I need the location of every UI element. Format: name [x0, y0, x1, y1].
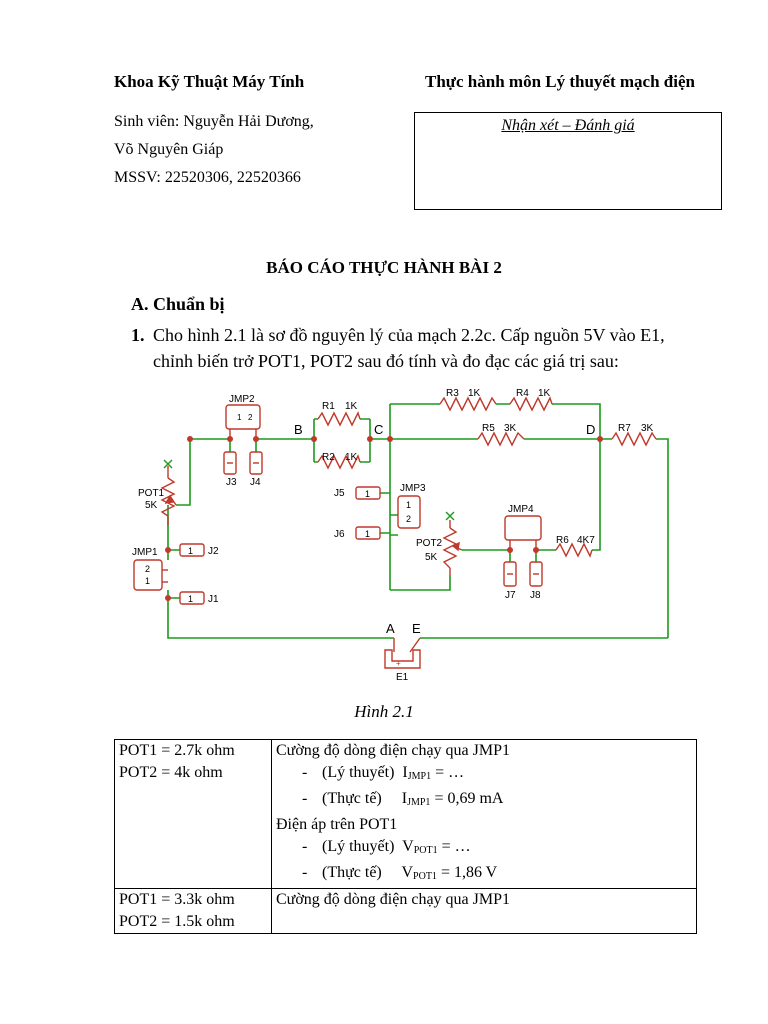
student-line-2: Võ Nguyên Giáp: [114, 141, 224, 158]
label-pot2: POT2: [416, 538, 443, 549]
comment-box-label: Nhận xét – Đánh giá: [501, 117, 635, 134]
report-title: BÁO CÁO THỰC HÀNH BÀI 2: [266, 258, 502, 277]
label-jmp3-pin1: 1: [406, 500, 411, 510]
label-j4: J4: [250, 477, 261, 488]
label-r4-value: 1K: [538, 388, 551, 399]
j5-j6-symbols: [355, 486, 381, 540]
label-pot2-value: 5K: [425, 552, 438, 563]
label-j5-pin: 1: [365, 489, 370, 499]
label-jmp1-pin1: 1: [145, 576, 150, 586]
student-info: Sinh viên: Nguyễn Hải Dương, Võ Nguyên G…: [114, 108, 314, 192]
pot2-symbol: [442, 511, 463, 575]
j1-j2-symbols: [179, 543, 205, 605]
course-title: Thực hành môn Lý thuyết mạch điện: [425, 72, 695, 91]
label-r5-value: 3K: [504, 423, 517, 434]
row2-pot1: POT1 = 3.3k ohm: [119, 891, 235, 908]
dash: -: [302, 864, 308, 881]
row1-current-practice: -(Thực tế) IJMP1 = 0,69 mA: [302, 790, 504, 808]
j3-j4-symbols: [223, 451, 263, 475]
pot1-symbol: [160, 459, 177, 526]
row1-current-title: Cường độ dòng điện chạy qua JMP1: [276, 742, 511, 759]
faculty-name: Khoa Kỹ Thuật Máy Tính: [114, 72, 305, 91]
label-r3: R3: [446, 388, 459, 399]
row1-voltage-title: Điện áp trên POT1: [276, 816, 398, 833]
label-r4: R4: [516, 388, 529, 399]
label-j3: J3: [226, 477, 237, 488]
row2-pot-values: POT1 = 3.3k ohm POT2 = 1.5k ohm: [114, 888, 272, 934]
label-jmp3: JMP3: [400, 483, 426, 494]
table-row: POT1 = 2.7k ohm POT2 = 4k ohm Cường độ d…: [114, 739, 697, 889]
dash: -: [302, 790, 308, 807]
label-jmp1-pin2: 2: [145, 564, 150, 574]
row1-pot2: POT2 = 4k ohm: [119, 764, 223, 781]
comment-box: Nhận xét – Đánh giá: [414, 112, 722, 210]
row1-pot1: POT1 = 2.7k ohm: [119, 742, 235, 759]
j7-j8-symbols: [503, 561, 543, 587]
label-r7: R7: [618, 423, 631, 434]
label-j6-pin: 1: [365, 529, 370, 539]
row2-measurements: Cường độ dòng điện chạy qua JMP1: [271, 888, 697, 934]
label-j6: J6: [334, 529, 345, 540]
label-j5: J5: [334, 488, 345, 499]
jmp1-symbol: [133, 559, 168, 591]
label-r6-value: 4K7: [577, 535, 595, 546]
label-pot1-value: 5K: [145, 500, 158, 511]
label-r5: R5: [482, 423, 495, 434]
row1-measurements: Cường độ dòng điện chạy qua JMP1 -(Lý th…: [271, 739, 697, 889]
label-r3-value: 1K: [468, 388, 481, 399]
label-jmp4: JMP4: [508, 504, 534, 515]
results-table: POT1 = 2.7k ohm POT2 = 4k ohm Cường độ d…: [114, 739, 697, 934]
label-pot1: POT1: [138, 488, 165, 499]
svg-text:2: 2: [248, 413, 253, 422]
row1-voltage-theory: -(Lý thuyết) VPOT1 = …: [302, 838, 471, 856]
label-r1: R1: [322, 401, 335, 412]
label-j1: J1: [208, 594, 219, 605]
table-row: POT1 = 3.3k ohm POT2 = 1.5k ohm Cường độ…: [114, 888, 697, 934]
item-number: 1.: [131, 325, 145, 345]
section-heading: A. Chuẩn bị: [131, 294, 225, 314]
node-e: E: [412, 621, 421, 636]
dash: -: [302, 838, 308, 855]
student-id-line: MSSV: 22520306, 22520366: [114, 169, 301, 186]
row2-current-title: Cường độ dòng điện chạy qua JMP1: [276, 891, 511, 908]
label-jmp1: JMP1: [132, 547, 158, 558]
resistors: [317, 396, 657, 558]
jmp3-symbol: [397, 495, 421, 529]
item-line-1: Cho hình 2.1 là sơ đồ nguyên lý của mạch…: [153, 325, 665, 345]
e1-source-symbol: [384, 637, 421, 669]
circuit-wires: [167, 403, 669, 639]
row1-pot-values: POT1 = 2.7k ohm POT2 = 4k ohm: [114, 739, 272, 889]
label-jmp3-pin2: 2: [406, 514, 411, 524]
label-j8: J8: [530, 590, 541, 601]
label-j1-pin: 1: [188, 594, 193, 604]
e1-plus-sign: +: [396, 659, 401, 668]
label-j2-pin: 1: [188, 546, 193, 556]
row2-pot2: POT2 = 1.5k ohm: [119, 913, 235, 930]
jmp4-symbol: [504, 515, 542, 550]
label-j7: J7: [505, 590, 516, 601]
label-jmp2: JMP2: [229, 394, 255, 405]
row1-current-theory: -(Lý thuyết) IJMP1 = …: [302, 764, 465, 782]
node-a: A: [386, 621, 395, 636]
label-j2: J2: [208, 546, 219, 557]
label-r2: R2: [322, 452, 335, 463]
label-r1-value: 1K: [345, 401, 358, 412]
node-b: B: [294, 422, 303, 437]
label-r6: R6: [556, 535, 569, 546]
label-r2-value: 1K: [345, 452, 358, 463]
item-line-2: chỉnh biến trở POT1, POT2 sau đó tính và…: [153, 351, 619, 371]
dash: -: [302, 764, 308, 781]
node-c: C: [374, 422, 383, 437]
svg-text:1: 1: [237, 413, 242, 422]
row1-voltage-practice: -(Thực tế) VPOT1 = 1,86 V: [302, 864, 498, 882]
label-r7-value: 3K: [641, 423, 654, 434]
figure-caption: Hình 2.1: [354, 702, 414, 721]
node-d: D: [586, 422, 595, 437]
item-text: Cho hình 2.1 là sơ đồ nguyên lý của mạch…: [153, 322, 665, 374]
student-line-1: Sinh viên: Nguyễn Hải Dương,: [114, 113, 314, 130]
label-e1: E1: [396, 672, 409, 683]
